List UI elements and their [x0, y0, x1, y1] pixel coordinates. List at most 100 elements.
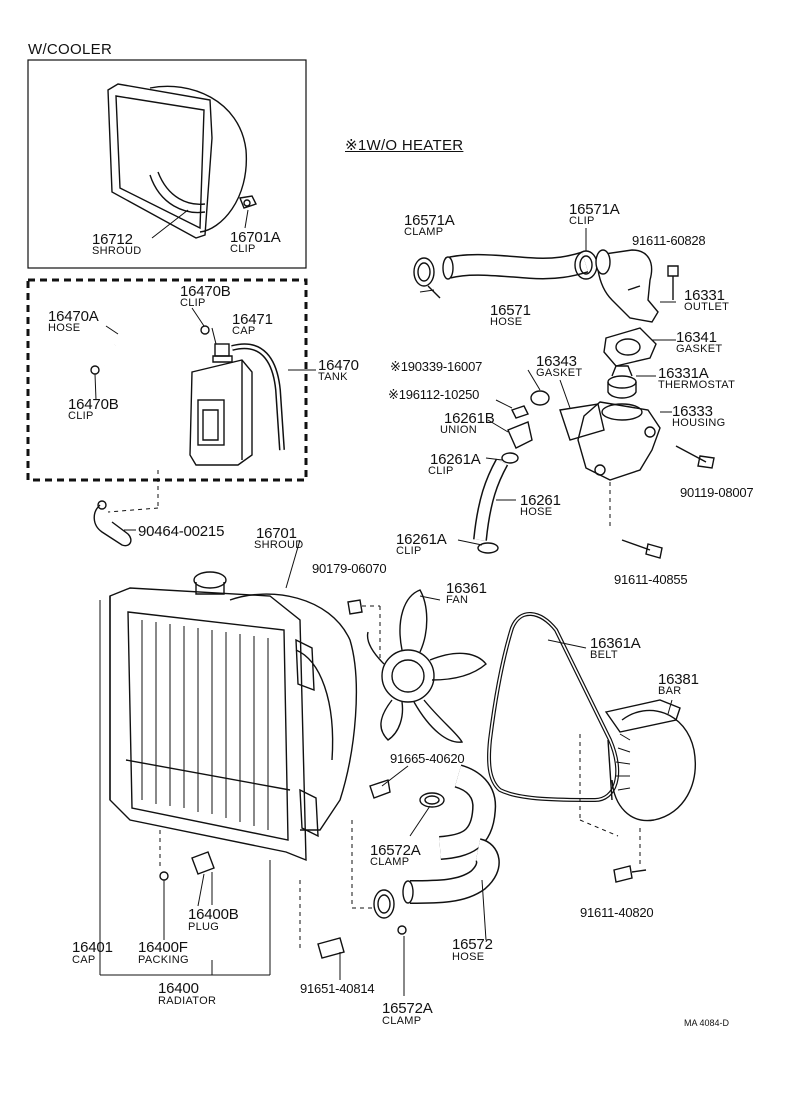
part-number-16381: 16381 [658, 671, 699, 688]
part-name-16261A-b: CLIP [396, 545, 422, 557]
part-number-90179-06070: 90179-06070 [312, 561, 387, 576]
part-number-16571: 16571 [490, 302, 531, 319]
part-name-16470: TANK [318, 371, 348, 383]
part-number-91611-40820: 91611-40820 [580, 905, 654, 920]
part-number-16261: 16261 [520, 492, 561, 509]
bolt-90119-drawing [675, 445, 715, 469]
alternator-drawing [579, 699, 696, 868]
part-number-16261A-b: 16261A [396, 531, 447, 548]
part-number-16331A: 16331A [658, 365, 709, 382]
part-number-91665-40620: 91665-40620 [390, 751, 465, 766]
part-number-91611-40855: 91611-40855 [614, 572, 688, 587]
part-number-16572A-a: 16572A [370, 842, 421, 859]
part-number-16470B-low: 16470B [68, 396, 119, 413]
part-name-16331A: THERMOSTAT [658, 379, 736, 391]
part-name-16572A-a: CLAMP [370, 856, 410, 868]
part-name-16471: CAP [232, 325, 256, 337]
part-name-16261A-a: CLIP [428, 465, 454, 477]
bolt-91665-drawing [351, 779, 391, 909]
part-number-90119-08007: 90119-08007 [680, 485, 754, 500]
part-number-16343: 16343 [536, 353, 577, 370]
part-name-16333: HOUSING [672, 417, 726, 429]
part-number-16261B: 16261B [444, 410, 495, 427]
lower-hose-drawing [402, 764, 500, 904]
part-number-16470B-top: 16470B [180, 283, 231, 300]
nut-90179-drawing [347, 599, 381, 660]
part-name-16712: SHROUD [92, 245, 142, 257]
upper-hose-drawing [442, 251, 589, 280]
part-name-16400F: PACKING [138, 954, 189, 966]
part-number-16572A-b: 16572A [382, 1000, 433, 1017]
belt-drawing [487, 612, 620, 803]
part-number-16571A-clip: 16571A [569, 201, 620, 218]
part-name-16470A: HOSE [48, 322, 81, 334]
radiator-leaders [99, 600, 271, 976]
part-number-16470: 16470 [318, 357, 359, 374]
part-number-16572: 16572 [452, 936, 493, 953]
thermostat-drawing [607, 365, 637, 399]
part-number-91651-40814: 91651-40814 [300, 981, 375, 996]
bolt-91651-drawing [299, 880, 345, 980]
diagram-reference-code: MA 4084-D [684, 1018, 730, 1028]
part-name-16261B: UNION [440, 424, 477, 436]
cooler-clip-drawing [239, 195, 257, 209]
part-number-16361A: 16361A [590, 635, 641, 652]
part-name-16701: SHROUD [254, 539, 304, 551]
radiator-drawing [109, 571, 358, 862]
clamp-16572A-upper-drawing [419, 792, 445, 808]
part-name-16701A: CLIP [230, 243, 256, 255]
part-name-16341: GASKET [676, 343, 723, 355]
part-number-16361: 16361 [446, 580, 487, 597]
part-name-16571A-clamp: CLAMP [404, 226, 444, 238]
gasket-16341-drawing [603, 327, 657, 367]
part-name-16572A-b: CLAMP [382, 1015, 422, 1027]
cooler-shroud-drawing [107, 83, 247, 239]
part-number-16341: 16341 [676, 329, 717, 346]
part-number-91611-60828: 91611-60828 [632, 233, 706, 248]
clip-90464-drawing [93, 500, 132, 547]
clamp-16571A-left-drawing [413, 257, 441, 299]
bolt-91611-60828-drawing [667, 265, 679, 300]
bypass-hose-drawing [473, 421, 533, 554]
part-number-190339-16007: ※190339-16007 [390, 359, 483, 374]
part-number-16401: 16401 [72, 939, 113, 956]
part-number-16400: 16400 [158, 980, 199, 997]
part-number-16701: 16701 [256, 525, 297, 542]
part-name-16572: HOSE [452, 951, 485, 963]
part-number-16470A: 16470A [48, 308, 99, 325]
gasket-16343-drawing [511, 390, 605, 441]
part-name-16571A-clip: CLIP [569, 215, 595, 227]
part-name-16261: HOSE [520, 506, 553, 518]
reserve-tank-box [26, 278, 308, 513]
part-number-16571A-clamp: 16571A [404, 212, 455, 229]
part-name-16470B-low: CLIP [68, 410, 94, 422]
bolt-91611-40855-drawing [609, 482, 663, 559]
part-number-196112-10250: ※196112-10250 [388, 387, 480, 402]
w-cooler-box [27, 59, 307, 269]
water-outlet-drawing [595, 249, 659, 323]
part-name-16400: RADIATOR [158, 995, 217, 1007]
part-number-16333: 16333 [672, 403, 713, 420]
part-number-90464-00215: 90464-00215 [138, 523, 225, 540]
part-name-16331: OUTLET [684, 301, 730, 313]
section-label-w-cooler: W/COOLER [28, 41, 113, 58]
part-number-16471: 16471 [232, 311, 273, 328]
part-name-16400B: PLUG [188, 921, 220, 933]
reserve-tank-drawing [189, 343, 253, 466]
part-name-16571: HOSE [490, 316, 523, 328]
part-name-16343: GASKET [536, 367, 583, 379]
part-number-16400F: 16400F [138, 939, 188, 956]
fan-drawing [366, 589, 487, 743]
clamp-16572A-lower-drawing [373, 889, 407, 935]
part-name-16401: CAP [72, 954, 96, 966]
part-name-16381: BAR [658, 685, 682, 697]
part-number-16400B: 16400B [188, 906, 239, 923]
thermostat-housing-drawing [577, 401, 661, 481]
label-leaders [94, 228, 676, 996]
part-name-16470B-top: CLIP [180, 297, 206, 309]
bolt-91611-40820-drawing [613, 865, 647, 883]
part-number-16331: 16331 [684, 287, 725, 304]
section-label-wo-heater: ※1W/O HEATER [345, 137, 464, 154]
part-name-16361A: BELT [590, 649, 618, 661]
